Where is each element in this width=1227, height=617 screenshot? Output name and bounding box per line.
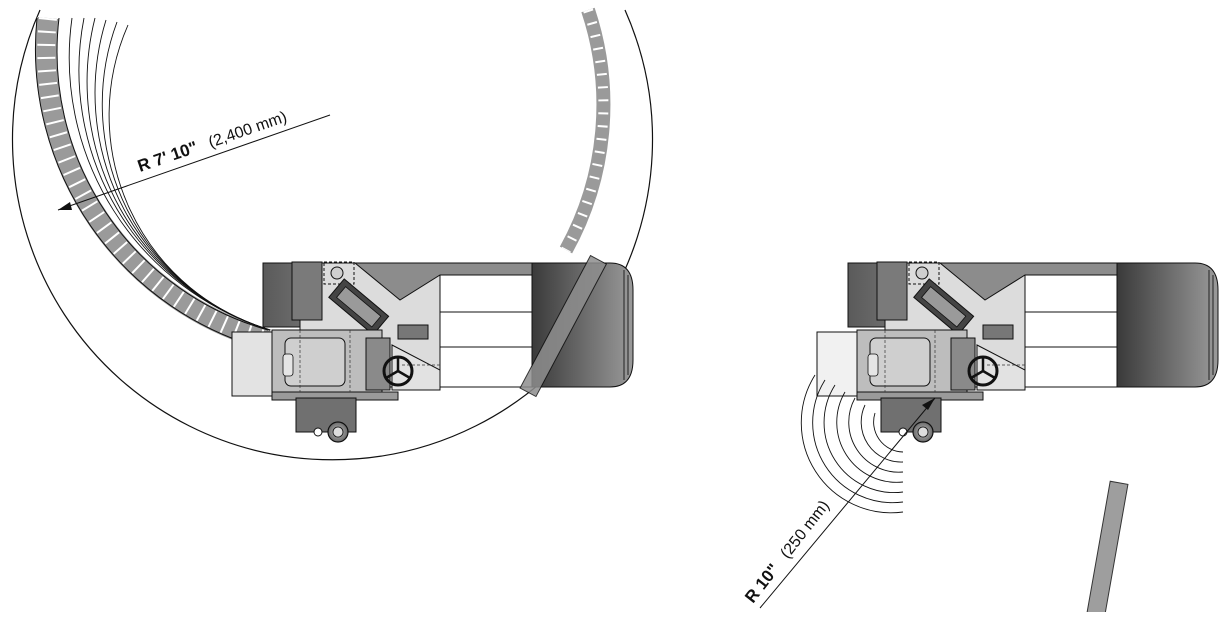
radius-label-left: R 7' 10" (2,400 mm) — [135, 107, 289, 176]
radius-arrow-left — [58, 202, 72, 210]
outer-turning-circle — [11, 9, 654, 461]
radius-label-right: R 10" (250 mm) — [741, 496, 833, 606]
cleaning-path-band — [35, 16, 271, 351]
pivot-arcs — [800, 374, 904, 514]
radius-value-right: R 10" — [741, 560, 783, 606]
radius-arrow-right — [922, 398, 935, 410]
sweeper-machine-right — [816, 260, 1220, 617]
right-diagram: R 10" (250 mm) — [741, 260, 1220, 617]
radius-value-left: R 7' 10" — [135, 138, 200, 176]
left-diagram: R 7' 10" (2,400 mm) — [11, 7, 654, 461]
sweeper-machine-left — [231, 254, 635, 443]
radius-metric-left: (2,400 mm) — [206, 109, 289, 152]
radius-line-right — [759, 397, 936, 609]
radius-line-left — [57, 114, 331, 211]
